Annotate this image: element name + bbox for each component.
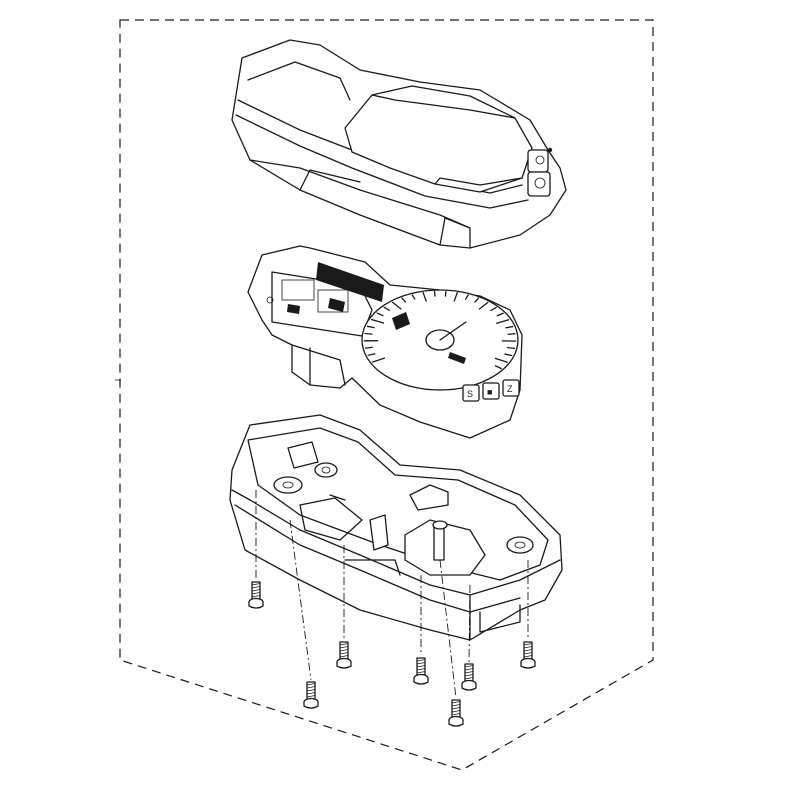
screw	[336, 641, 352, 669]
dial-tick	[376, 312, 384, 317]
dial-tick	[366, 325, 375, 329]
dial-tick	[496, 312, 504, 317]
meter-face: S ■ Z	[247, 245, 523, 439]
dial-tick	[391, 301, 402, 310]
dial-tick	[464, 294, 469, 300]
lower-case	[229, 414, 563, 641]
redline-mark	[448, 352, 466, 364]
dial-tick	[496, 319, 510, 324]
dial-tick	[422, 292, 427, 302]
dial-tick	[506, 346, 516, 350]
mode-button-2[interactable]	[482, 382, 500, 400]
dial-tick	[371, 357, 386, 363]
dial-tick	[364, 332, 373, 335]
dial-tick	[401, 297, 407, 303]
dial-tick	[490, 306, 497, 312]
needle	[439, 321, 467, 341]
screw	[448, 699, 464, 727]
assembly-boundary	[119, 19, 654, 771]
leader-lines	[255, 490, 529, 699]
dial-tick	[478, 301, 489, 310]
dial-tick	[453, 292, 458, 302]
mode-button-3[interactable]	[502, 379, 520, 397]
mode-button-1[interactable]	[462, 384, 480, 402]
screw	[520, 641, 536, 669]
dial-tick	[494, 357, 508, 363]
dial-tick	[494, 365, 502, 370]
dial-tick	[444, 290, 447, 297]
dial-tick	[504, 353, 513, 357]
dial-tick	[367, 353, 376, 356]
dial-tick	[433, 290, 436, 297]
screw	[461, 663, 477, 691]
screw-set	[248, 581, 536, 727]
screw	[303, 681, 319, 709]
screw	[248, 581, 264, 609]
dial-tick	[411, 294, 416, 300]
mode-button-3-label: Z	[507, 384, 513, 394]
dial-tick	[383, 306, 390, 311]
mode-button-1-label: S	[467, 389, 473, 399]
brand-logo-strip	[316, 262, 384, 302]
dial-tick	[364, 346, 373, 349]
screw	[413, 657, 429, 685]
mode-button-2-label: ■	[487, 387, 492, 397]
dial-tick	[505, 325, 514, 329]
meter-cover	[231, 39, 567, 249]
mode-buttons: S ■ Z	[462, 379, 520, 402]
dial-tick	[474, 297, 480, 303]
tachometer-dial	[361, 289, 519, 391]
dial-tick	[370, 318, 385, 324]
dial-tick	[507, 333, 516, 335]
